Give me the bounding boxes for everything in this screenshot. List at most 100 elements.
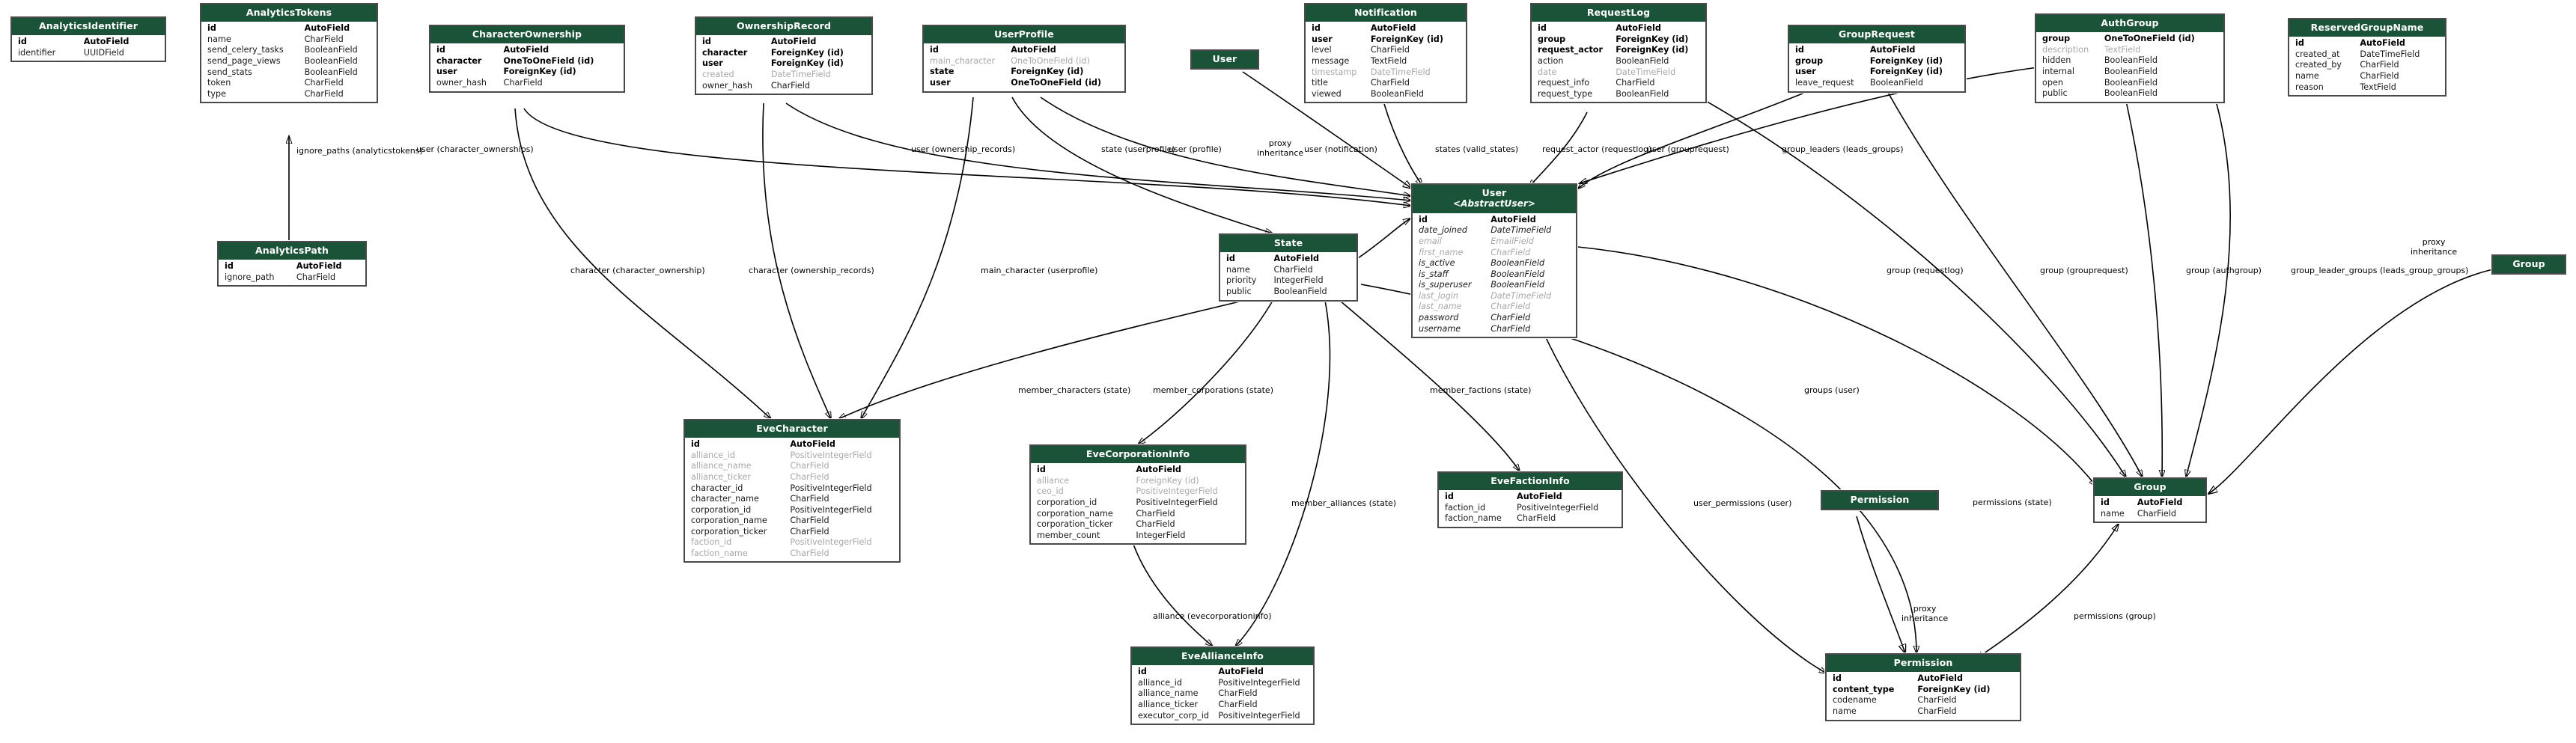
field-type: BooleanField bbox=[304, 67, 358, 77]
field-type: CharField bbox=[1273, 264, 1313, 275]
field-name: faction_name bbox=[691, 548, 748, 558]
field-name: alliance_name bbox=[1138, 688, 1199, 699]
field-type: BooleanField bbox=[1869, 77, 1923, 88]
field-type: BooleanField bbox=[1616, 55, 1669, 66]
field-type: PositiveIntegerField bbox=[790, 483, 872, 493]
field-name: request_info bbox=[1538, 78, 1590, 88]
field-type: AutoField bbox=[2137, 498, 2183, 508]
field-name: password bbox=[1419, 312, 1459, 322]
entity-title-grouprequest: GroupRequest bbox=[1789, 26, 1964, 44]
field-name: id bbox=[225, 261, 234, 272]
entity-user_small[interactable]: User bbox=[1190, 49, 1259, 70]
field-type: CharField bbox=[790, 461, 829, 471]
field-type: DateTimeField bbox=[1491, 225, 1552, 236]
field-name: character bbox=[436, 55, 482, 66]
field-name: id bbox=[1037, 465, 1046, 475]
field-name: content_type bbox=[1833, 684, 1895, 694]
entity-group_small[interactable]: Group bbox=[2491, 254, 2566, 275]
field-name: timestamp bbox=[1312, 67, 1357, 77]
field-type: TextField bbox=[2360, 82, 2396, 92]
field-type: CharField bbox=[790, 526, 829, 536]
field-name: codename bbox=[1833, 695, 1877, 706]
field-name: request_actor bbox=[1538, 45, 1603, 55]
field-name: title bbox=[1312, 78, 1328, 88]
edge-label-lbl-character-ownrec: character (ownership_records) bbox=[749, 266, 874, 275]
entity-title-reservedgroupname: ReservedGroupName bbox=[2289, 19, 2445, 37]
field-name: owner_hash bbox=[702, 80, 753, 91]
field-name: corporation_ticker bbox=[691, 526, 767, 536]
field-name: group bbox=[1795, 55, 1824, 66]
field-type: AutoField bbox=[1917, 673, 1963, 684]
field-type: AutoField bbox=[1218, 667, 1264, 677]
field-name: created bbox=[702, 69, 734, 79]
field-type: ForeignKey (id) bbox=[770, 47, 844, 58]
field-name: public bbox=[1226, 286, 1252, 296]
edge-label-lbl-user-ownrec: user (ownership_records) bbox=[911, 144, 1016, 154]
edge-label-lbl-group-leaders: group_leaders (leads_groups) bbox=[1782, 144, 1904, 154]
edge-label-lbl-member-factions: member_factions (state) bbox=[1430, 385, 1532, 395]
field-name: id bbox=[207, 23, 216, 34]
field-name: is_staff bbox=[1419, 269, 1449, 279]
edge-label-lbl-alliance-evecorp: alliance (evecorporationinfo) bbox=[1153, 611, 1272, 621]
field-name: leave_request bbox=[1795, 77, 1854, 88]
field-name: name bbox=[1833, 706, 1857, 716]
field-type: CharField bbox=[503, 77, 543, 88]
field-name: id bbox=[1138, 667, 1147, 677]
entity-title-permission_small: Permission bbox=[1822, 492, 1937, 510]
field-name: group bbox=[2042, 34, 2071, 44]
entity-title-evecorporationinfo: EveCorporationInfo bbox=[1031, 446, 1245, 464]
field-name: alliance bbox=[1037, 475, 1070, 486]
entity-title-analyticstokens: AnalyticsTokens bbox=[201, 4, 377, 22]
entity-permission_small[interactable]: Permission bbox=[1821, 490, 1939, 511]
field-name: hidden bbox=[2042, 55, 2071, 66]
field-type: BooleanField bbox=[2104, 88, 2158, 99]
field-name: character_id bbox=[691, 483, 743, 493]
edge-label-lbl-permissions-state: permissions (state) bbox=[1973, 498, 2052, 507]
field-name: id bbox=[930, 45, 939, 55]
field-type: TextField bbox=[1370, 55, 1407, 66]
field-type: PositiveIntegerField bbox=[1218, 677, 1300, 688]
field-name: type bbox=[207, 88, 226, 99]
field-type: CharField bbox=[770, 80, 810, 91]
edge-label-lbl-group-leader-groups: group_leader_groups (leads_group_groups) bbox=[2291, 266, 2469, 275]
field-type: ForeignKey (id) bbox=[1869, 67, 1943, 77]
field-type: IntegerField bbox=[1136, 530, 1186, 540]
